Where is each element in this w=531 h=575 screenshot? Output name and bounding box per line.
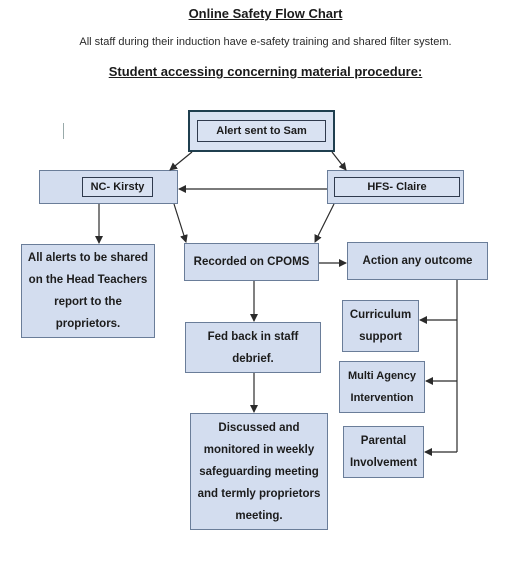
node-cpoms: Recorded on CPOMS xyxy=(184,243,319,281)
node-action: Action any outcome xyxy=(347,242,488,280)
node-parental: Parental Involvement xyxy=(343,426,424,478)
arrow-nc-to-cpoms xyxy=(173,203,188,243)
arrow-hfs-to-cpoms xyxy=(314,203,335,243)
chart-subtitle: All staff during their induction have e-… xyxy=(79,36,452,48)
arrow-alert-to-hfs xyxy=(331,151,347,171)
node-curriculum: Curriculum support xyxy=(342,300,419,352)
chart-title: Online Safety Flow Chart xyxy=(188,6,343,21)
node-alert-outer: Alert sent to Sam xyxy=(188,110,335,152)
node-nc: NC- Kirsty xyxy=(82,177,153,197)
node-hfs-outer: HFS- Claire xyxy=(327,170,464,204)
procedure-heading: Student accessing concerning material pr… xyxy=(108,64,423,79)
node-fed-back: Fed back in staff debrief. xyxy=(185,322,321,373)
node-nc-outer: NC- Kirsty xyxy=(39,170,178,204)
margin-mark xyxy=(63,123,64,139)
node-hfs: HFS- Claire xyxy=(334,177,460,197)
node-discussed: Discussed and monitored in weekly safegu… xyxy=(190,413,328,530)
node-alert: Alert sent to Sam xyxy=(197,120,326,142)
arrow-alert-to-nc xyxy=(169,151,193,171)
node-multi-agency: Multi Agency Intervention xyxy=(339,361,425,413)
node-all-alerts: All alerts to be shared on the Head Teac… xyxy=(21,244,155,338)
